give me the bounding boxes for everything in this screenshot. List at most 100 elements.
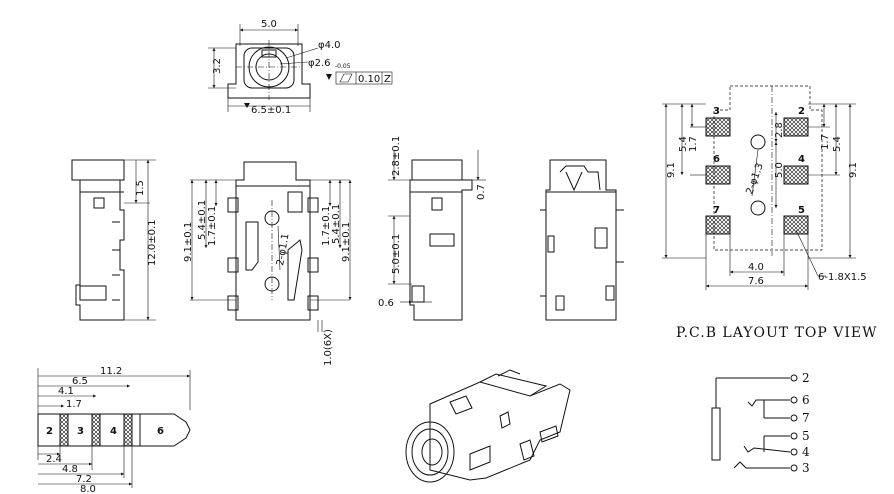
bottom-pin-right-2 [307, 257, 319, 273]
right-body [409, 159, 473, 321]
schematic-body [711, 407, 721, 461]
bottom-pin-left-3 [227, 295, 239, 311]
pad-2 [783, 117, 809, 137]
dim-right-pin: 0.6 [378, 298, 394, 309]
pcb-hole-dim: 2-φ1.3 [744, 162, 765, 196]
iso-window [449, 395, 473, 415]
bottom-contact-top [287, 191, 303, 213]
iso-pin-2 [539, 425, 559, 443]
bottom-pin-left-1 [227, 197, 239, 213]
pad-label-7: 7 [713, 205, 720, 216]
dim-bottom-pitch: 1.0(6X) [323, 329, 334, 366]
plug-diagram: 11.2 6.5 4.1 1.7 2 3 4 6 2.4 4.8 7.2 8.0 [37, 366, 191, 494]
plug-dim-d7: 8.0 [80, 484, 96, 494]
pad-label-4: 4 [798, 154, 805, 165]
dim-width: 5.0 [261, 19, 277, 30]
bottom-view: 9.1±0.1 5.4±0.1 1.7±0.1 2-φ1.1 1.7±0.1 5… [183, 161, 352, 366]
schem-pin-2: 2 [802, 371, 810, 385]
pad-5 [783, 215, 809, 235]
top-view: 5.0 3.2 φ4.0 φ2.6 -0.05 0.10 Z 6.5±0.1 [208, 19, 393, 116]
dim-height: 3.2 [212, 58, 223, 74]
iso-mouth-outer [405, 421, 455, 483]
bottom-pin-right-3 [307, 295, 319, 311]
pcb-dim-outer: 7.6 [748, 276, 764, 287]
iso-mouth-inner [421, 438, 443, 466]
plug-dim-d2: 4.1 [58, 386, 74, 397]
iso-mouth-ring [411, 428, 449, 476]
dim-right-top: 2.8±0.1 [391, 136, 402, 176]
plug-insulator-3 [123, 413, 133, 447]
left-window [93, 197, 105, 209]
bottom-spring-right [287, 239, 303, 301]
schem-pin-6: 6 [802, 393, 810, 407]
pad-label-6: 6 [713, 154, 720, 165]
pad-label-3: 3 [713, 106, 720, 117]
pcb-dim-mid-right: 5.4 [832, 136, 843, 152]
pcb-dim-total-right: 9.1 [848, 162, 859, 178]
dim-right-side: 0.7 [476, 184, 487, 200]
pcb-hole-1 [750, 134, 766, 150]
flatness-frame [335, 71, 393, 85]
dim-bottom-d3: 1.7±0.1 [207, 206, 218, 246]
pcb-layout-title: P.C.B LAYOUT TOP VIEW [676, 325, 878, 341]
pcb-dim-hole: 2.8 [774, 122, 785, 138]
dim-bottom-r1: 1.7±0.1 [321, 206, 332, 246]
dim-inner: φ2.6 [308, 58, 331, 69]
plug-dim-d5: 4.8 [62, 464, 78, 475]
iso-body [429, 381, 571, 481]
dim-base: 6.5±0.1 [251, 105, 291, 116]
plug-dim-d4: 2.4 [46, 454, 62, 465]
iso-top [479, 373, 548, 397]
pad-label-2: 2 [798, 106, 805, 117]
pcb-layout: 3 2 6 4 7 5 2-φ1.3 2.8 5.0 9.1 5.4 1.7 1… [662, 85, 878, 341]
rear-pin-2 [605, 285, 615, 301]
plug-contact-6: 6 [157, 426, 164, 437]
schematic: 2 6 7 5 4 3 [711, 371, 810, 475]
plug-contact-4: 4 [110, 426, 117, 437]
pcb-dim-top-left: 1.7 [688, 136, 699, 152]
pcb-dim-center: 5.0 [774, 162, 785, 178]
isometric-view [405, 369, 571, 483]
dim-side-length: 12.0±0.1 [147, 219, 158, 266]
schem-pin-7: 7 [802, 411, 810, 425]
pcb-outline [713, 85, 823, 251]
schem-pin-4: 4 [802, 445, 810, 459]
bottom-spring-left [245, 221, 259, 271]
side-view-left: 1.5 12.0±0.1 [71, 159, 158, 321]
flatness-value: 0.10 [358, 74, 380, 85]
pcb-dim-mid-left: 5.4 [678, 136, 689, 152]
right-window [431, 197, 443, 211]
schem-pin-5: 5 [802, 429, 810, 443]
flatness-icon [339, 73, 353, 83]
dim-bottom-d1: 9.1±0.1 [183, 222, 194, 262]
plug-contact-3: 3 [77, 426, 84, 437]
iso-side-window [469, 445, 491, 471]
plug-dim-total: 11.2 [100, 366, 122, 377]
plug-insulator-2 [91, 413, 101, 447]
right-terminal [429, 233, 455, 247]
bottom-pin-right-1 [307, 197, 319, 213]
datum-triangle [326, 74, 332, 80]
side-view-right: 2.8±0.1 5.0±0.1 0.6 0.7 [378, 136, 487, 321]
plug-contact-2: 2 [46, 426, 53, 437]
pad-label-5: 5 [798, 205, 805, 216]
plug-dim-d3: 1.7 [66, 399, 82, 410]
dim-right-mid: 5.0±0.1 [391, 234, 402, 274]
flatness-ref: Z [384, 74, 391, 85]
pad-4 [783, 165, 809, 185]
right-pin [411, 285, 425, 303]
pcb-dim-inner: 4.0 [748, 262, 764, 273]
plug-dim-d6: 7.2 [76, 474, 92, 485]
iso-pin-3 [499, 411, 511, 429]
rear-spring [559, 165, 601, 191]
rear-pin [555, 295, 565, 311]
dim-hole: φ4.0 [318, 40, 341, 51]
pcb-pad-size: 6-1.8X1.5 [818, 272, 867, 283]
rear-tab [547, 235, 555, 253]
rear-body [545, 159, 617, 321]
plug-insulator-1 [59, 413, 69, 447]
iso-tab [497, 369, 521, 377]
pad-3 [705, 117, 731, 137]
dim-bottom-r3: 9.1±0.1 [341, 222, 352, 262]
dim-side-top: 1.5 [135, 180, 146, 196]
